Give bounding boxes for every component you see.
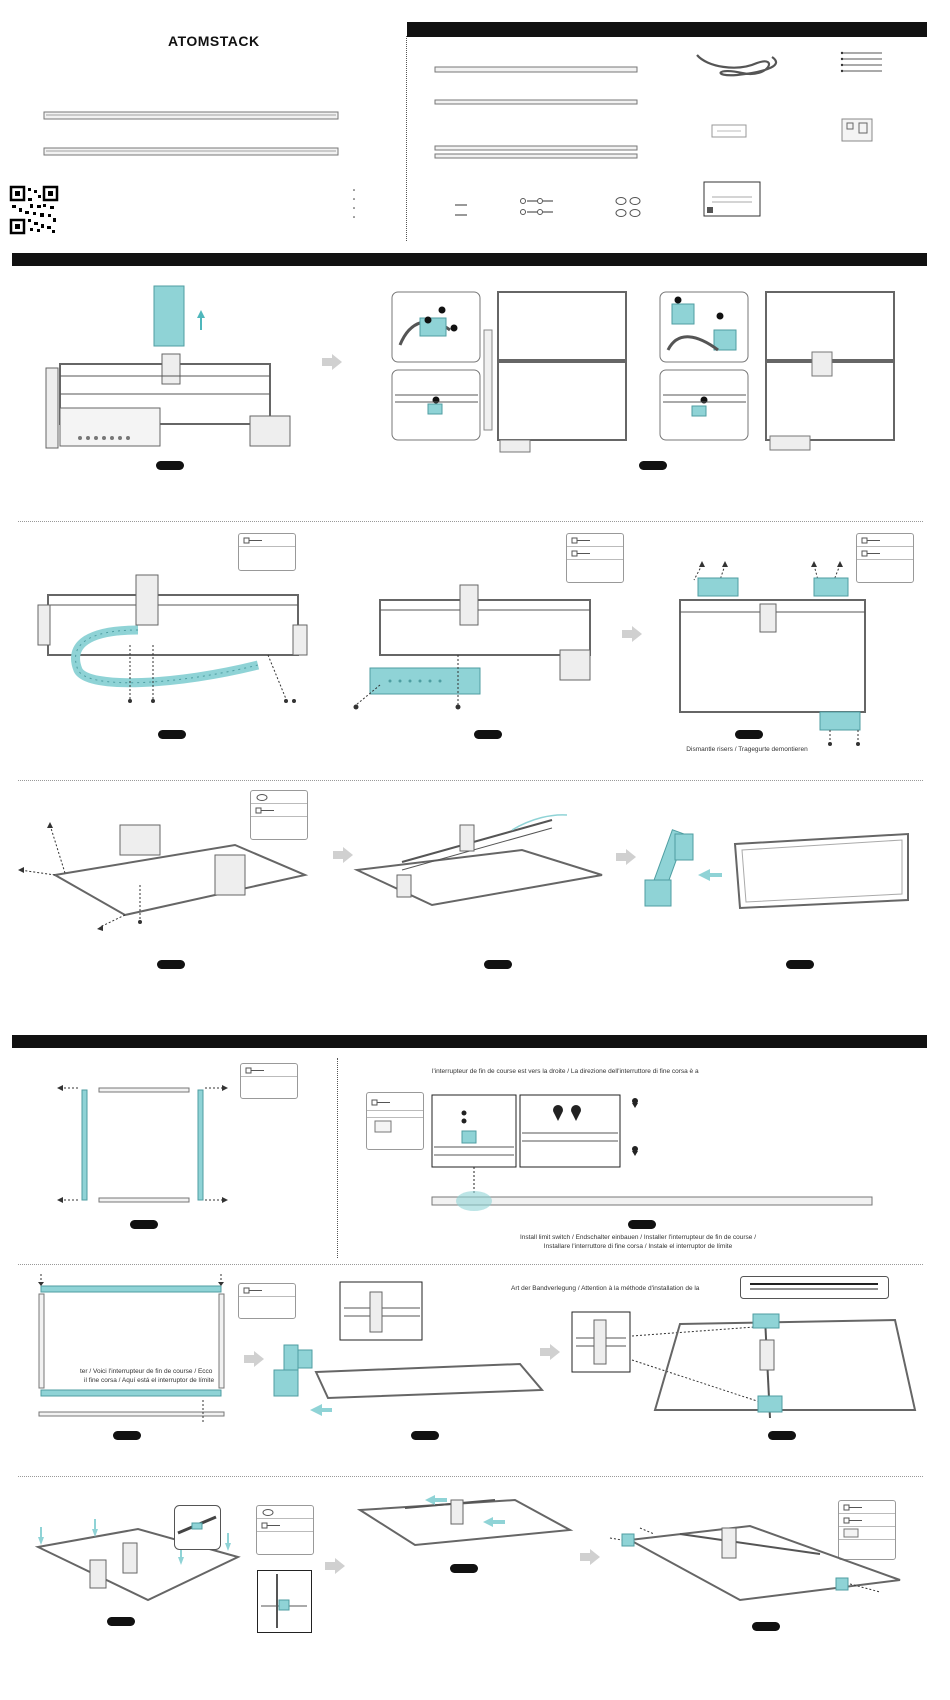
step-attach-y-axis-illustration [273, 1281, 545, 1416]
qr-code [9, 185, 59, 235]
detail-box-bracket [257, 1570, 312, 1633]
step-label-11 [113, 1431, 141, 1440]
caption-limit-switch-here-2: il fine corsa / Aquí está el interruptor… [84, 1377, 215, 1384]
step-label-8 [786, 960, 814, 969]
step-label-14 [107, 1617, 135, 1626]
caption-belt-attention: Art der Bandverlegung / Attention à la m… [511, 1285, 700, 1292]
step-label-9 [130, 1220, 158, 1229]
step-label-1 [156, 461, 184, 470]
right-arrow-2 [622, 626, 642, 642]
step-remove-laser-illustration [45, 285, 291, 449]
caption-dismantle-risers: Dismantle risers / Tragegurte demontiere… [686, 746, 808, 753]
row-divider-3 [18, 1264, 923, 1265]
step-separate-y-axis-illustration [644, 829, 909, 910]
caption-install-limit-switch-2: Installare l'interruttore di fine corsa … [543, 1243, 733, 1250]
right-arrow-7 [325, 1558, 345, 1574]
caption-limit-switch-direction: l'interrupteur de fin de course est vers… [432, 1068, 699, 1075]
rail-parts-illustration [43, 111, 339, 156]
caption-install-limit-switch-1: Install limit switch / Endschalter einba… [519, 1234, 757, 1241]
step-label-10 [628, 1220, 656, 1229]
step-layout-rails-illustration [57, 1085, 228, 1203]
step-label-5 [735, 730, 763, 739]
section-band-1 [12, 253, 927, 266]
right-arrow-8 [580, 1549, 600, 1565]
parts-box-r4-2 [366, 1092, 424, 1150]
step-remove-base-panel-illustration [353, 584, 591, 710]
step-install-end-caps-illustration [609, 1524, 901, 1602]
section-band-2 [12, 1035, 927, 1048]
parts-box-r3-1 [250, 790, 308, 840]
right-arrow-5 [244, 1351, 264, 1367]
step-label-2 [639, 461, 667, 470]
step-label-4 [474, 730, 502, 739]
step-remove-parts-b-illustration [659, 291, 895, 451]
parts-box-r4-1 [240, 1063, 298, 1099]
row4-divider [337, 1058, 338, 1258]
step-remove-drag-chain-illustration [37, 574, 308, 703]
step-label-12 [411, 1431, 439, 1440]
parts-box-r2-3 [856, 533, 914, 583]
dot-markers [353, 189, 355, 218]
parts-box-r6-2 [838, 1500, 896, 1560]
step-check-belt-illustration [571, 1311, 917, 1419]
step-install-limit-switch-illustration [431, 1094, 873, 1211]
step-remove-frame-screws-illustration [18, 822, 309, 931]
detail-zoom-corner [174, 1505, 221, 1550]
step-tighten-frame-illustration [34, 1519, 241, 1602]
parts-list-header-band [407, 22, 927, 37]
step-move-gantry-illustration [356, 1495, 574, 1547]
step-label-15 [450, 1564, 478, 1573]
step-dismantle-risers-illustration [679, 561, 866, 746]
parts-box-r6-1 [256, 1505, 314, 1555]
step-label-16 [752, 1622, 780, 1631]
right-arrow-3 [333, 847, 353, 863]
right-arrow-1 [322, 354, 342, 370]
row-divider-4 [18, 1476, 923, 1477]
step-label-6 [157, 960, 185, 969]
step-label-3 [158, 730, 186, 739]
parts-list-illustration [434, 51, 882, 217]
step-slide-gantry-illustration [353, 814, 603, 907]
row-divider-1 [18, 521, 923, 522]
parts-box-r2-1 [238, 533, 296, 571]
right-arrow-4 [616, 849, 636, 865]
row-divider-2 [18, 780, 923, 781]
step-assemble-rails-illustration [38, 1274, 225, 1422]
parts-box-r5-1 [238, 1283, 296, 1319]
top-section-divider [406, 36, 407, 241]
right-arrow-6 [540, 1344, 560, 1360]
step-label-7 [484, 960, 512, 969]
parts-box-r2-2 [566, 533, 624, 583]
step-remove-parts-a-illustration [391, 291, 627, 453]
caption-limit-switch-here-1: ter / Voici l'interrupteur de fin de cou… [80, 1368, 213, 1375]
step-label-13 [768, 1431, 796, 1440]
brand-logo: ATOMSTACK [168, 33, 260, 49]
belt-diagram-box [740, 1276, 889, 1299]
